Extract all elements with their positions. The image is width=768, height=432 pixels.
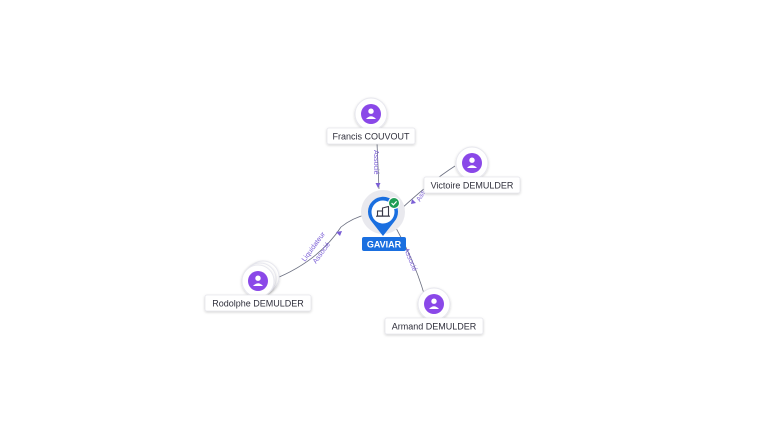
edge-label-victoire: Ass [416, 189, 428, 203]
person-icon [361, 104, 381, 124]
person-node-rodolphe[interactable]: Rodolphe DEMULDER [204, 260, 312, 312]
person-node-armand[interactable]: Armand DEMULDER [384, 287, 484, 335]
person-name-rodolphe: Rodolphe DEMULDER [212, 299, 304, 309]
person-icon [424, 294, 444, 314]
company-name: GAVIAR [367, 240, 402, 250]
arrow-francis [375, 183, 381, 188]
edge-label-francis: Associé [372, 150, 379, 175]
edges [271, 142, 456, 298]
person-icon [462, 153, 482, 173]
check-badge-icon [388, 197, 400, 209]
person-node-victoire[interactable]: Victoire DEMULDER [423, 146, 521, 194]
person-node-francis[interactable]: Francis COUVOUT [326, 97, 416, 145]
arrow-victoire [411, 199, 416, 204]
edge-label-armand: Associé [402, 247, 418, 272]
person-icon [248, 271, 268, 291]
edge-armand [395, 227, 426, 298]
arrow-rodolphe [336, 231, 342, 236]
company-node[interactable]: GAVIAR [361, 190, 406, 251]
edge-francis [376, 142, 380, 190]
edge-rodolphe [271, 213, 369, 281]
building-icon [376, 205, 390, 217]
person-name-victoire: Victoire DEMULDER [431, 181, 514, 191]
person-name-armand: Armand DEMULDER [392, 322, 477, 332]
person-name-francis: Francis COUVOUT [332, 132, 410, 142]
